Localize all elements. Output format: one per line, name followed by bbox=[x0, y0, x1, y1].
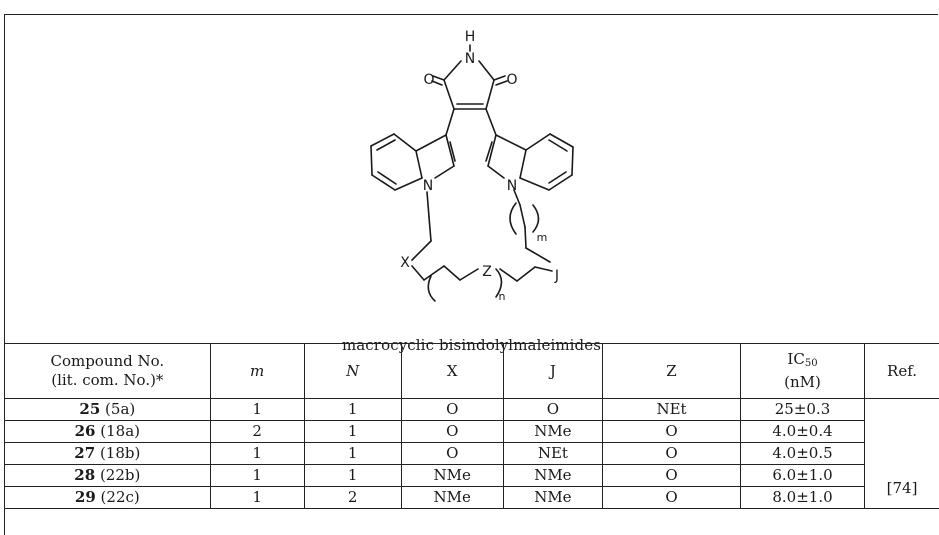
compound-table: Compound No. (lit. com. No.)* m N X J Z … bbox=[4, 343, 939, 509]
carbonyl-o-left-label: O bbox=[423, 72, 434, 88]
header-ic50-unit: (nM) bbox=[784, 373, 821, 391]
cell-compound: 26 (18a) bbox=[4, 420, 211, 443]
lit-number: (5a) bbox=[100, 400, 136, 418]
structure-cell: H N O O N N X Z J m n macrocyclic bisind… bbox=[4, 14, 939, 354]
header-ic50-sub: 50 bbox=[804, 358, 818, 369]
compound-number: 27 bbox=[74, 444, 96, 462]
cell-x: NMe bbox=[400, 486, 504, 509]
cell-m: 1 bbox=[209, 486, 305, 509]
indole-n-left-label: N bbox=[423, 178, 433, 194]
cell-j: NMe bbox=[502, 420, 604, 443]
cell-z: O bbox=[602, 420, 741, 443]
cell-compound: 27 (18b) bbox=[4, 442, 211, 465]
cell-ic50: 25±0.3 bbox=[739, 398, 866, 421]
table-header-row: Compound No. (lit. com. No.)* m N X J Z … bbox=[4, 343, 939, 399]
macrocycle-structure-diagram: H N O O N N X Z J m n bbox=[370, 29, 574, 303]
compound-number: 29 bbox=[74, 488, 96, 506]
cell-z: O bbox=[602, 464, 741, 487]
imide-h-label: H bbox=[465, 29, 476, 45]
cell-z: NEt bbox=[602, 398, 741, 421]
compound-number: 28 bbox=[74, 466, 96, 484]
lit-number: (22c) bbox=[95, 488, 140, 506]
cell-n: 1 bbox=[303, 442, 402, 465]
cell-j: O bbox=[502, 398, 604, 421]
cell-n: 1 bbox=[303, 420, 402, 443]
header-compound-line1: Compound No. bbox=[50, 352, 165, 370]
cell-j: NEt bbox=[502, 442, 604, 465]
cell-m: 1 bbox=[209, 398, 305, 421]
header-j: J bbox=[502, 343, 604, 399]
cell-m: 2 bbox=[209, 420, 305, 443]
cell-m: 1 bbox=[209, 464, 305, 487]
cell-compound: 28 (22b) bbox=[4, 464, 211, 487]
header-ic50: IC50 (nM) bbox=[739, 343, 866, 399]
compound-number: 26 bbox=[74, 422, 96, 440]
header-n: N bbox=[303, 343, 402, 399]
header-ref: Ref. bbox=[864, 343, 939, 399]
table-row: 27 (18b) 1 1 O NEt O 4.0±0.5 bbox=[4, 442, 939, 465]
indole-n-right-label: N bbox=[507, 178, 517, 194]
cell-n: 1 bbox=[303, 398, 402, 421]
x-atom-label: X bbox=[400, 255, 410, 271]
carbonyl-o-right-label: O bbox=[506, 72, 517, 88]
cell-z: O bbox=[602, 486, 741, 509]
header-compound-line2: (lit. com. No.)* bbox=[51, 371, 164, 389]
cell-compound: 29 (22c) bbox=[4, 486, 211, 509]
cell-z: O bbox=[602, 442, 741, 465]
cell-m: 1 bbox=[209, 442, 305, 465]
header-compound: Compound No. (lit. com. No.)* bbox=[4, 343, 211, 399]
cell-x: NMe bbox=[400, 464, 504, 487]
imide-n-label: N bbox=[465, 51, 475, 67]
table-row: 25 (5a) 1 1 O O NEt 25±0.3 [74] bbox=[4, 398, 939, 509]
cell-ic50: 4.0±0.5 bbox=[739, 442, 866, 465]
table-frame bbox=[4, 14, 938, 535]
cell-x: O bbox=[400, 442, 504, 465]
header-m: m bbox=[209, 343, 305, 399]
table-row: 28 (22b) 1 1 NMe NMe O 6.0±1.0 bbox=[4, 464, 939, 487]
z-atom-label: Z bbox=[482, 264, 492, 280]
cell-ref: [74] bbox=[864, 398, 939, 509]
table-row: 26 (18a) 2 1 O NMe O 4.0±0.4 bbox=[4, 420, 939, 443]
cell-ic50: 4.0±0.4 bbox=[739, 420, 866, 443]
cell-j: NMe bbox=[502, 486, 604, 509]
cell-ic50: 8.0±1.0 bbox=[739, 486, 866, 509]
cell-x: O bbox=[400, 420, 504, 443]
header-z: Z bbox=[602, 343, 741, 399]
lit-number: (22b) bbox=[95, 466, 141, 484]
compound-number: 25 bbox=[79, 400, 101, 418]
table-row: 29 (22c) 1 2 NMe NMe O 8.0±1.0 bbox=[4, 486, 939, 509]
lit-number: (18a) bbox=[95, 422, 141, 440]
header-x: X bbox=[400, 343, 504, 399]
lit-number: (18b) bbox=[95, 444, 141, 462]
cell-j: NMe bbox=[502, 464, 604, 487]
subscript-n-label: n bbox=[499, 290, 506, 303]
cell-n: 1 bbox=[303, 464, 402, 487]
j-atom-label: J bbox=[554, 268, 559, 284]
header-ic50-main: IC bbox=[787, 350, 805, 368]
cell-x: O bbox=[400, 398, 504, 421]
cell-n: 2 bbox=[303, 486, 402, 509]
cell-compound: 25 (5a) bbox=[4, 398, 211, 421]
subscript-m-label: m bbox=[537, 231, 548, 244]
cell-ic50: 6.0±1.0 bbox=[739, 464, 866, 487]
